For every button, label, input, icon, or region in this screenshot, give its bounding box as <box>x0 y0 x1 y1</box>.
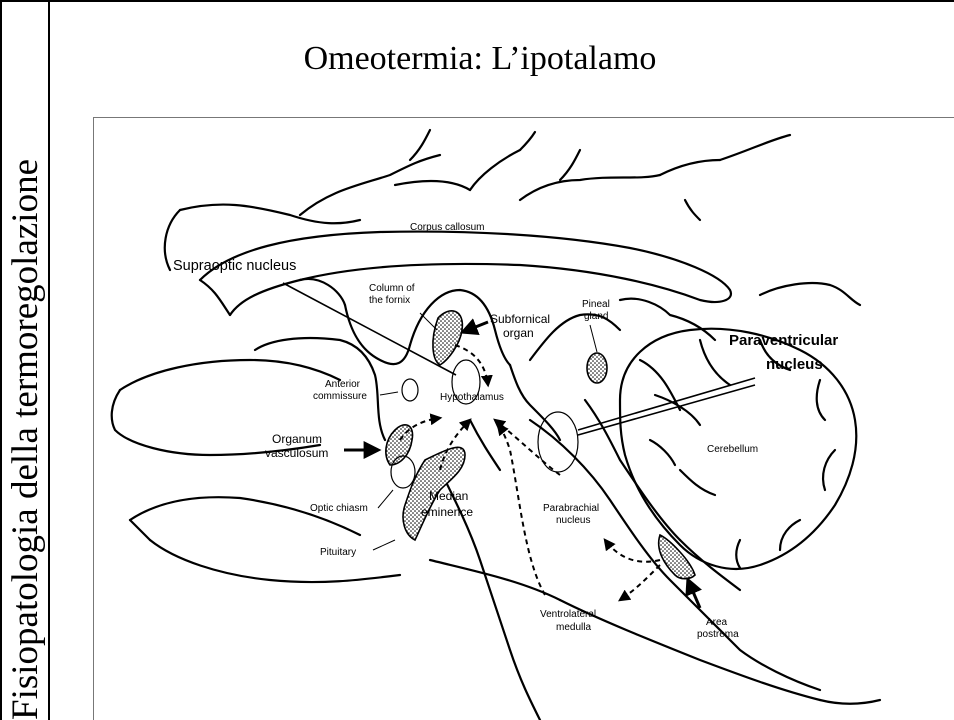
label-paraventricular-1: Paraventricular <box>729 332 838 349</box>
label-cerebellum: Cerebellum <box>707 444 758 455</box>
label-corpus-callosum: Corpus callosum <box>410 222 484 233</box>
circumventricular-organs <box>386 311 695 579</box>
label-supraoptic-nucleus: Supraoptic nucleus <box>173 258 296 274</box>
label-anterior-commissure-1: Anterior <box>325 379 361 390</box>
label-column-fornix-1: Column of <box>369 283 415 294</box>
label-median-1: Median <box>429 489 468 503</box>
label-parabrachial-1: Parabrachial <box>543 503 599 514</box>
label-hypothalamus: Hypothalamus <box>440 392 504 403</box>
corpus-callosum <box>200 232 731 340</box>
label-median-2: eminence <box>421 505 473 519</box>
label-ventrolateral-1: Ventrolateral <box>540 609 596 620</box>
label-subfornical-2: organ <box>503 326 534 340</box>
label-parabrachial-2: nucleus <box>556 515 590 526</box>
cortex-sulci <box>165 130 860 305</box>
label-organum-1: Organum <box>272 432 322 446</box>
label-ventrolateral-2: medulla <box>556 622 591 633</box>
label-optic-chiasm: Optic chiasm <box>310 503 368 514</box>
label-pineal-2: gland <box>584 311 608 322</box>
label-pituitary: Pituitary <box>320 547 356 558</box>
label-area-postrema-2: postrema <box>697 629 739 640</box>
label-pineal-1: Pineal <box>582 299 610 310</box>
label-area-postrema-1: Area <box>706 617 728 628</box>
label-anterior-commissure-2: commissure <box>313 391 367 402</box>
label-column-fornix-2: the fornix <box>369 295 410 306</box>
label-paraventricular-2: nucleus <box>766 356 823 373</box>
label-subfornical-1: Subfornical <box>490 312 550 326</box>
label-organum-2: vasculosum <box>265 446 328 460</box>
